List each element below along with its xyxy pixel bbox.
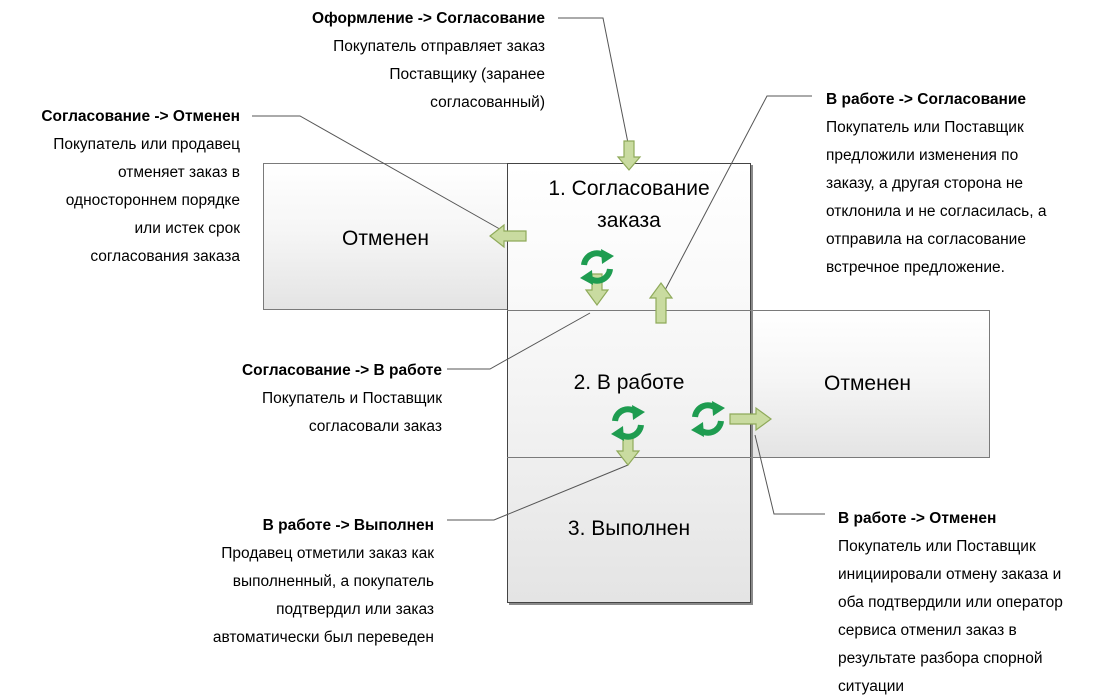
note-title: В работе -> Отменен bbox=[838, 510, 997, 527]
note-title: Оформление -> Согласование bbox=[312, 10, 545, 27]
note-body: Покупатель или Поставщик инициировали от… bbox=[838, 538, 1063, 695]
note-body: Покупатель отправляет заказ Поставщику (… bbox=[333, 38, 545, 111]
refresh-cycle-icon bbox=[611, 405, 645, 441]
leader-draft-to-agreement bbox=[558, 17, 630, 149]
cancelled-box-left bbox=[263, 163, 513, 310]
leader-agreement-to-cancelled bbox=[252, 115, 506, 233]
leader-inwork-to-agreement bbox=[663, 95, 812, 293]
leader-inwork-to-done bbox=[447, 464, 629, 521]
note-agreement-to-inwork: Согласование -> В работе Покупатель и По… bbox=[140, 357, 442, 441]
arrow-up-icon bbox=[648, 281, 674, 324]
note-title: В работе -> Согласование bbox=[826, 91, 1027, 108]
refresh-cycle-icon bbox=[580, 249, 614, 285]
state-column bbox=[507, 163, 751, 603]
note-title: Согласование -> Отменен bbox=[41, 108, 240, 125]
note-inwork-to-done: В работе -> Выполнен Продавец отметили з… bbox=[120, 512, 434, 652]
state-agreement-label: 1. Согласование заказа bbox=[548, 177, 710, 232]
note-body: Покупатель или продавец отменяет заказ в… bbox=[53, 136, 240, 265]
divider-agreement-inwork bbox=[507, 310, 751, 311]
note-title: Согласование -> В работе bbox=[241, 362, 442, 379]
state-cancelled-left-label: Отменен bbox=[342, 227, 429, 250]
state-inwork-label: 2. В работе bbox=[573, 371, 685, 394]
leader-agreement-to-inwork bbox=[447, 312, 591, 370]
note-inwork-to-cancelled: В работе -> Отменен Покупатель или Поста… bbox=[838, 505, 1117, 698]
note-body: Продавец отметили заказ как выполненный,… bbox=[212, 545, 434, 646]
state-done-label: 3. Выполнен bbox=[567, 517, 691, 540]
refresh-cycle-icon bbox=[691, 401, 725, 437]
arrow-down-icon bbox=[616, 140, 642, 171]
arrow-right-icon bbox=[729, 406, 773, 432]
state-cancelled-right-label: Отменен bbox=[824, 372, 911, 395]
cancelled-box-right bbox=[745, 310, 990, 458]
note-body: Покупатель или Поставщик предложили изме… bbox=[826, 119, 1047, 276]
arrow-left-icon bbox=[489, 223, 527, 249]
note-title: В работе -> Выполнен bbox=[262, 517, 434, 534]
leader-inwork-to-cancelled bbox=[754, 434, 825, 515]
note-inwork-to-agreement: В работе -> Согласование Покупатель или … bbox=[826, 86, 1111, 282]
note-draft-to-agreement: Оформление -> Согласование Покупатель от… bbox=[240, 5, 545, 117]
note-agreement-to-cancelled: Согласование -> Отменен Покупатель или п… bbox=[0, 103, 240, 271]
note-body: Покупатель и Поставщик согласовали заказ bbox=[261, 390, 442, 435]
